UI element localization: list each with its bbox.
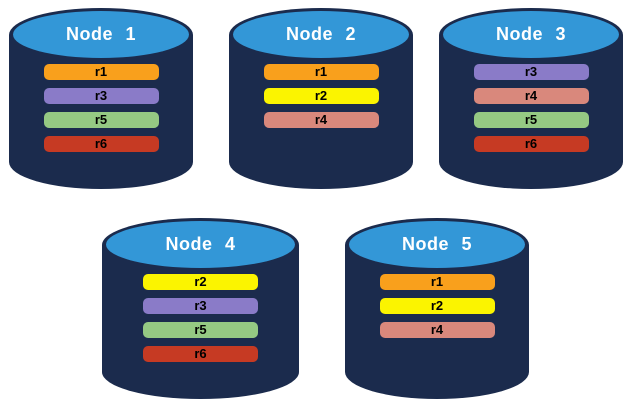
cylinder-top-ellipse: Node 5 bbox=[349, 221, 525, 268]
replica-bar-r4: r4 bbox=[263, 112, 379, 128]
replica-bar-r6: r6 bbox=[473, 136, 589, 152]
cylinder-top-ellipse: Node 2 bbox=[233, 11, 409, 58]
replica-label: r6 bbox=[524, 136, 538, 151]
replica-bar-r1: r1 bbox=[43, 64, 159, 80]
node-title: Node 5 bbox=[401, 234, 472, 254]
cylinder-top-ellipse: Node 1 bbox=[13, 11, 189, 58]
replica-label: r1 bbox=[94, 64, 108, 79]
replica-bar-r5: r5 bbox=[43, 112, 159, 128]
replica-bar-r3: r3 bbox=[473, 64, 589, 80]
replica-list: r1 r2 r4 bbox=[345, 274, 529, 338]
replica-bar-r3: r3 bbox=[143, 298, 258, 314]
replica-label: r2 bbox=[194, 274, 207, 289]
replica-label: r4 bbox=[430, 322, 444, 337]
replica-label: r3 bbox=[524, 64, 538, 79]
replica-label: r2 bbox=[430, 298, 444, 313]
replica-list: r1 r2 r4 bbox=[229, 64, 413, 128]
replica-bar-r3: r3 bbox=[43, 88, 159, 104]
replica-label: r2 bbox=[314, 88, 328, 103]
replica-bar-r6: r6 bbox=[143, 346, 258, 362]
replica-label: r5 bbox=[94, 112, 108, 127]
replica-label: r5 bbox=[194, 322, 207, 337]
replica-list: r2 r3 r5 r6 bbox=[102, 274, 299, 362]
replica-bar-r6: r6 bbox=[43, 136, 159, 152]
replica-bar-r1: r1 bbox=[379, 274, 495, 290]
replica-label: r3 bbox=[94, 88, 108, 103]
replica-label: r5 bbox=[524, 112, 538, 127]
node-cylinder: Node 1 r1 r3 r5 r6 bbox=[9, 8, 193, 189]
node-title: Node 4 bbox=[165, 234, 236, 254]
replica-bar-r2: r2 bbox=[143, 274, 258, 290]
replica-label: r4 bbox=[314, 112, 328, 127]
replica-label: r3 bbox=[194, 298, 207, 313]
replica-bar-r5: r5 bbox=[143, 322, 258, 338]
cylinder-top-ellipse: Node 3 bbox=[443, 11, 619, 58]
replica-label: r6 bbox=[94, 136, 108, 151]
replica-label: r6 bbox=[194, 346, 207, 361]
node-title: Node 1 bbox=[65, 24, 136, 44]
node-cylinder: Node 2 r1 r2 r4 bbox=[229, 8, 413, 189]
replica-bar-r1: r1 bbox=[263, 64, 379, 80]
replica-label: r4 bbox=[524, 88, 538, 103]
node-cylinder: Node 4 r2 r3 r5 r6 bbox=[102, 218, 299, 399]
replica-bar-r5: r5 bbox=[473, 112, 589, 128]
replica-bar-r2: r2 bbox=[263, 88, 379, 104]
cylinder-top-ellipse: Node 4 bbox=[106, 221, 295, 268]
node-cylinder: Node 5 r1 r2 r4 bbox=[345, 218, 529, 399]
replica-list: r1 r3 r5 r6 bbox=[9, 64, 193, 152]
node-title: Node 3 bbox=[495, 24, 566, 44]
replica-bar-r2: r2 bbox=[379, 298, 495, 314]
replica-list: r3 r4 r5 r6 bbox=[439, 64, 623, 152]
replica-label: r1 bbox=[314, 64, 328, 79]
replica-bar-r4: r4 bbox=[473, 88, 589, 104]
replica-label: r1 bbox=[430, 274, 444, 289]
replica-bar-r4: r4 bbox=[379, 322, 495, 338]
node-cylinder: Node 3 r3 r4 r5 r6 bbox=[439, 8, 623, 189]
node-title: Node 2 bbox=[285, 24, 356, 44]
